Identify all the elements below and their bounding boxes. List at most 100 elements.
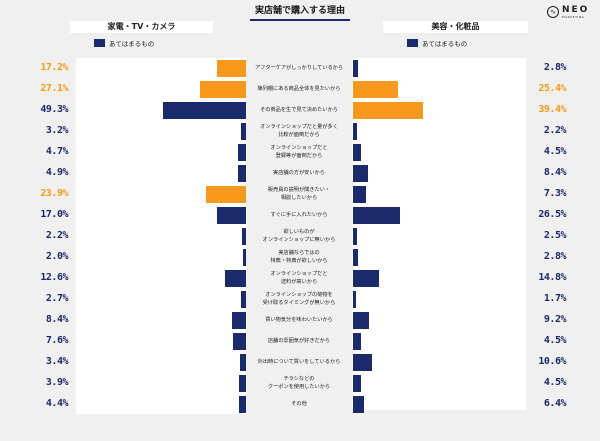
- left-value-label: 2.7%: [45, 293, 69, 304]
- left-legend: あてはまるもの: [94, 38, 154, 48]
- left-bar: [242, 249, 246, 266]
- right-category-header: 美容・化粧品: [383, 21, 528, 33]
- category-label: その他: [291, 400, 307, 407]
- chart-row: 2.2% 欲しいものが オンラインショップに無いから 2.5%: [0, 226, 600, 247]
- chart-row: 2.7% オンラインショップの荷物を 受け取るタイミングが無いから 1.7%: [0, 289, 600, 310]
- left-value-label: 2.2%: [45, 230, 69, 241]
- chart-row: 49.3% その商品を生で見て決めたいから 39.4%: [0, 100, 600, 121]
- chart-row: 3.4% 外出時について買いをしているから 10.6%: [0, 352, 600, 373]
- right-bar: [353, 396, 365, 413]
- chart-row: 4.4% その他 6.4%: [0, 394, 600, 415]
- chart-title: 実店舗で購入する理由: [250, 3, 350, 21]
- category-label: 買い物気分を味わいたいから: [265, 316, 333, 323]
- left-value-label: 3.4%: [45, 356, 69, 367]
- legend-label: あてはまるもの: [422, 40, 468, 48]
- right-value-label: 2.2%: [543, 125, 567, 136]
- category-label: オンラインショップだと 送料が高いから: [270, 271, 328, 285]
- right-bar: [353, 186, 366, 203]
- right-bar: [353, 102, 423, 119]
- category-label: 販売員の説明が聞きたい・ 相談したいから: [267, 187, 331, 201]
- legend-label: あてはまるもの: [109, 40, 155, 48]
- right-value-label: 10.6%: [538, 356, 566, 367]
- left-bar: [242, 228, 246, 245]
- category-label: 実店舗の方が安いから: [273, 169, 325, 176]
- right-value-label: 1.7%: [543, 293, 567, 304]
- left-bar: [231, 312, 246, 329]
- left-value-label: 17.0%: [40, 209, 68, 220]
- left-bar: [217, 207, 246, 224]
- left-value-label: 8.4%: [45, 314, 69, 325]
- right-bar: [353, 375, 361, 392]
- left-bar: [200, 81, 246, 98]
- category-label: オンラインショップの荷物を 受け取るタイミングが無いから: [262, 292, 336, 306]
- chart-row: 4.9% 実店舗の方が安いから 8.4%: [0, 163, 600, 184]
- left-bar: [217, 60, 246, 77]
- category-label: オンラインショップだと量が多く 比較が面倒だから: [260, 124, 338, 138]
- left-value-label: 49.3%: [40, 104, 68, 115]
- left-value-label: 4.9%: [45, 167, 69, 178]
- left-value-label: 4.4%: [45, 398, 69, 409]
- left-value-label: 2.0%: [45, 251, 69, 262]
- right-value-label: 7.3%: [543, 188, 567, 199]
- right-value-label: 2.8%: [543, 62, 567, 73]
- right-value-label: 2.5%: [543, 230, 567, 241]
- left-value-label: 12.6%: [40, 272, 68, 283]
- right-bar: [353, 144, 361, 161]
- category-label: その商品を生で見て決めたいから: [260, 106, 338, 113]
- right-bar: [353, 270, 380, 287]
- category-label: アフターケアがしっかりしているから: [254, 64, 344, 71]
- category-label-column: [246, 58, 352, 414]
- right-value-label: 39.4%: [538, 104, 566, 115]
- left-bar: [205, 186, 246, 203]
- left-bar: [240, 354, 246, 371]
- left-value-label: 23.9%: [40, 188, 68, 199]
- category-label: 外出時について買いをしているから: [257, 358, 341, 365]
- category-label: 店舗の雰囲気が好きだから: [267, 337, 331, 344]
- right-bar: [353, 291, 356, 308]
- right-bar: [353, 165, 368, 182]
- left-value-label: 3.2%: [45, 125, 69, 136]
- left-bar: [163, 102, 246, 119]
- right-bar: [353, 207, 400, 224]
- left-value-label: 27.1%: [40, 83, 68, 94]
- right-value-label: 6.4%: [543, 398, 567, 409]
- category-label: 欲しいものが オンラインショップに無いから: [262, 229, 336, 243]
- chart-row: 7.6% 店舗の雰囲気が好きだから 4.5%: [0, 331, 600, 352]
- left-bar: [239, 375, 246, 392]
- left-value-label: 7.6%: [45, 335, 69, 346]
- left-bar: [224, 270, 246, 287]
- right-bar: [353, 228, 358, 245]
- category-label: 実店舗ならではの 特典・特典が欲しいから: [270, 250, 328, 264]
- right-value-label: 8.4%: [543, 167, 567, 178]
- right-value-label: 26.5%: [538, 209, 566, 220]
- left-bar: [233, 333, 246, 350]
- logo-main-text: NEO: [562, 4, 590, 15]
- left-bar: [238, 396, 246, 413]
- right-bar: [353, 81, 398, 98]
- brand-logo: ∿ NEO MARKETING: [547, 3, 595, 21]
- right-bar: [353, 354, 372, 371]
- wave-circle-icon: ∿: [547, 6, 559, 18]
- category-label: オンラインショップだと 登録等が面倒だから: [270, 145, 328, 159]
- right-value-label: 9.2%: [543, 314, 567, 325]
- left-value-label: 4.7%: [45, 146, 69, 157]
- left-bar: [238, 144, 246, 161]
- right-value-label: 4.5%: [543, 335, 567, 346]
- logo-sub-text: MARKETING: [562, 14, 585, 19]
- left-category-header: 家電・TV・カメラ: [70, 21, 213, 33]
- right-bar: [353, 249, 358, 266]
- category-label: チラシなどの クーポンを使用したいから: [267, 376, 331, 390]
- left-bar: [240, 123, 246, 140]
- chart-row: 3.2% オンラインショップだと量が多く 比較が面倒だから 2.2%: [0, 121, 600, 142]
- left-bar: [237, 165, 246, 182]
- chart-row: 23.9% 販売員の説明が聞きたい・ 相談したいから 7.3%: [0, 184, 600, 205]
- right-bar: [353, 123, 357, 140]
- left-value-label: 3.9%: [45, 377, 69, 388]
- right-bar: [353, 60, 358, 77]
